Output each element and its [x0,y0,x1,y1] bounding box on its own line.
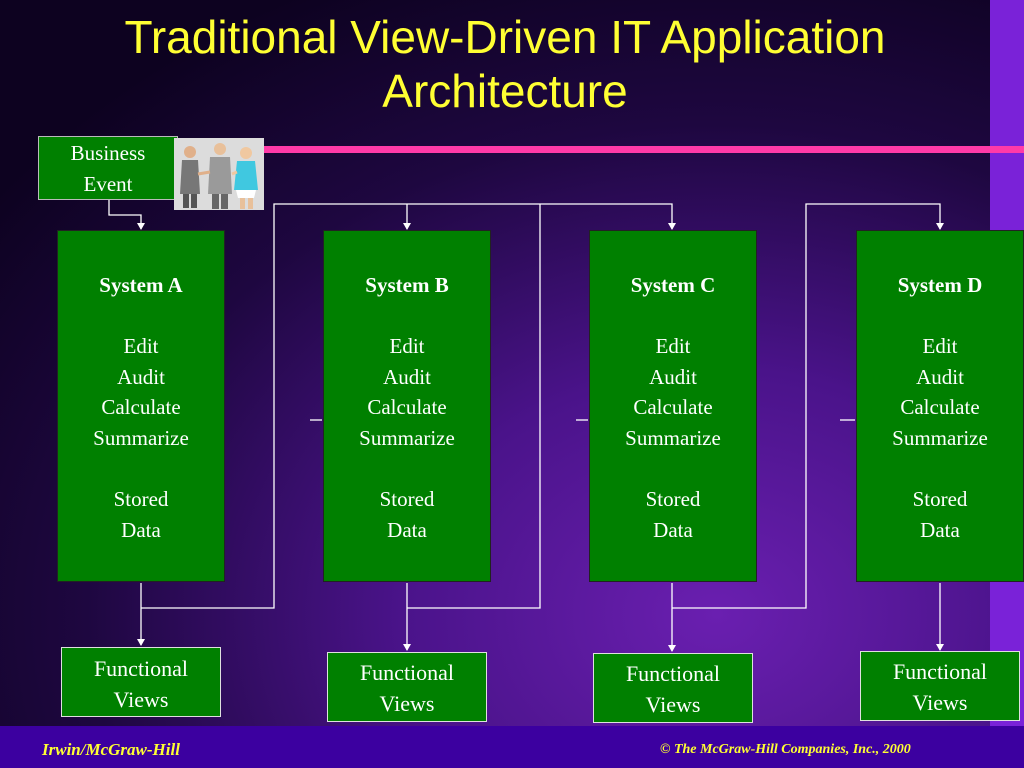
op-audit: Audit [383,364,431,389]
store-line2: Data [653,517,693,542]
business-people-clipart-icon [174,138,264,210]
system-b-feed-line [407,204,541,609]
op-edit: Edit [655,334,691,359]
functional-views-c: Functional Views [593,653,753,723]
functional-views-b: Functional Views [327,652,487,722]
op-summarize: Summarize [892,425,988,450]
functional-views-d: Functional Views [860,651,1020,721]
business-event-box: Business Event [38,136,178,200]
op-audit: Audit [117,364,165,389]
store-line2: Data [387,517,427,542]
store-line2: Data [121,517,161,542]
views-line1: Functional [93,656,189,681]
store-line1: Stored [113,487,169,512]
op-summarize: Summarize [625,425,721,450]
views-line2: Views [113,687,169,712]
system-name: System B [365,273,449,297]
op-edit: Edit [922,334,958,359]
business-event-line1: Business [70,141,146,165]
views-line1: Functional [625,661,721,686]
store-line1: Stored [912,487,968,512]
system-c-feed-line [672,203,944,609]
op-summarize: Summarize [93,425,189,450]
views-line1: Functional [359,660,455,685]
op-audit: Audit [916,364,964,389]
op-calculate: Calculate [101,395,181,420]
views-line1: Functional [892,659,988,684]
views-line2: Views [912,690,968,715]
system-name: System C [630,273,716,297]
op-calculate: Calculate [900,395,980,420]
op-edit: Edit [123,334,159,359]
system-name: System D [897,273,983,297]
views-line2: Views [645,692,701,717]
system-name: System A [99,273,183,297]
event-to-system-a-line [108,200,145,230]
slide-title: Traditional View-Driven IT Application A… [124,11,886,117]
store-line2: Data [920,517,960,542]
system-d-box: System D Edit Audit Calculate Summarize … [856,230,1024,582]
system-b-box: System B Edit Audit Calculate Summarize … [323,230,491,582]
business-event-line2: Event [83,172,133,196]
op-audit: Audit [649,364,697,389]
system-a-feed-line [141,203,676,609]
footer-copyright: © The McGraw-Hill Companies, Inc., 2000 [660,742,911,757]
system-c-box: System C Edit Audit Calculate Summarize … [589,230,757,582]
op-edit: Edit [389,334,425,359]
op-calculate: Calculate [367,395,447,420]
op-summarize: Summarize [359,425,455,450]
functional-views-a: Functional Views [61,647,221,717]
store-line1: Stored [645,487,701,512]
system-a-box: System A Edit Audit Calculate Summarize … [57,230,225,582]
views-line2: Views [379,691,435,716]
accent-divider-line [180,146,1024,153]
op-calculate: Calculate [633,395,713,420]
footer-band [0,726,1024,768]
store-line1: Stored [379,487,435,512]
footer-publisher: Irwin/McGraw-Hill [42,740,180,759]
